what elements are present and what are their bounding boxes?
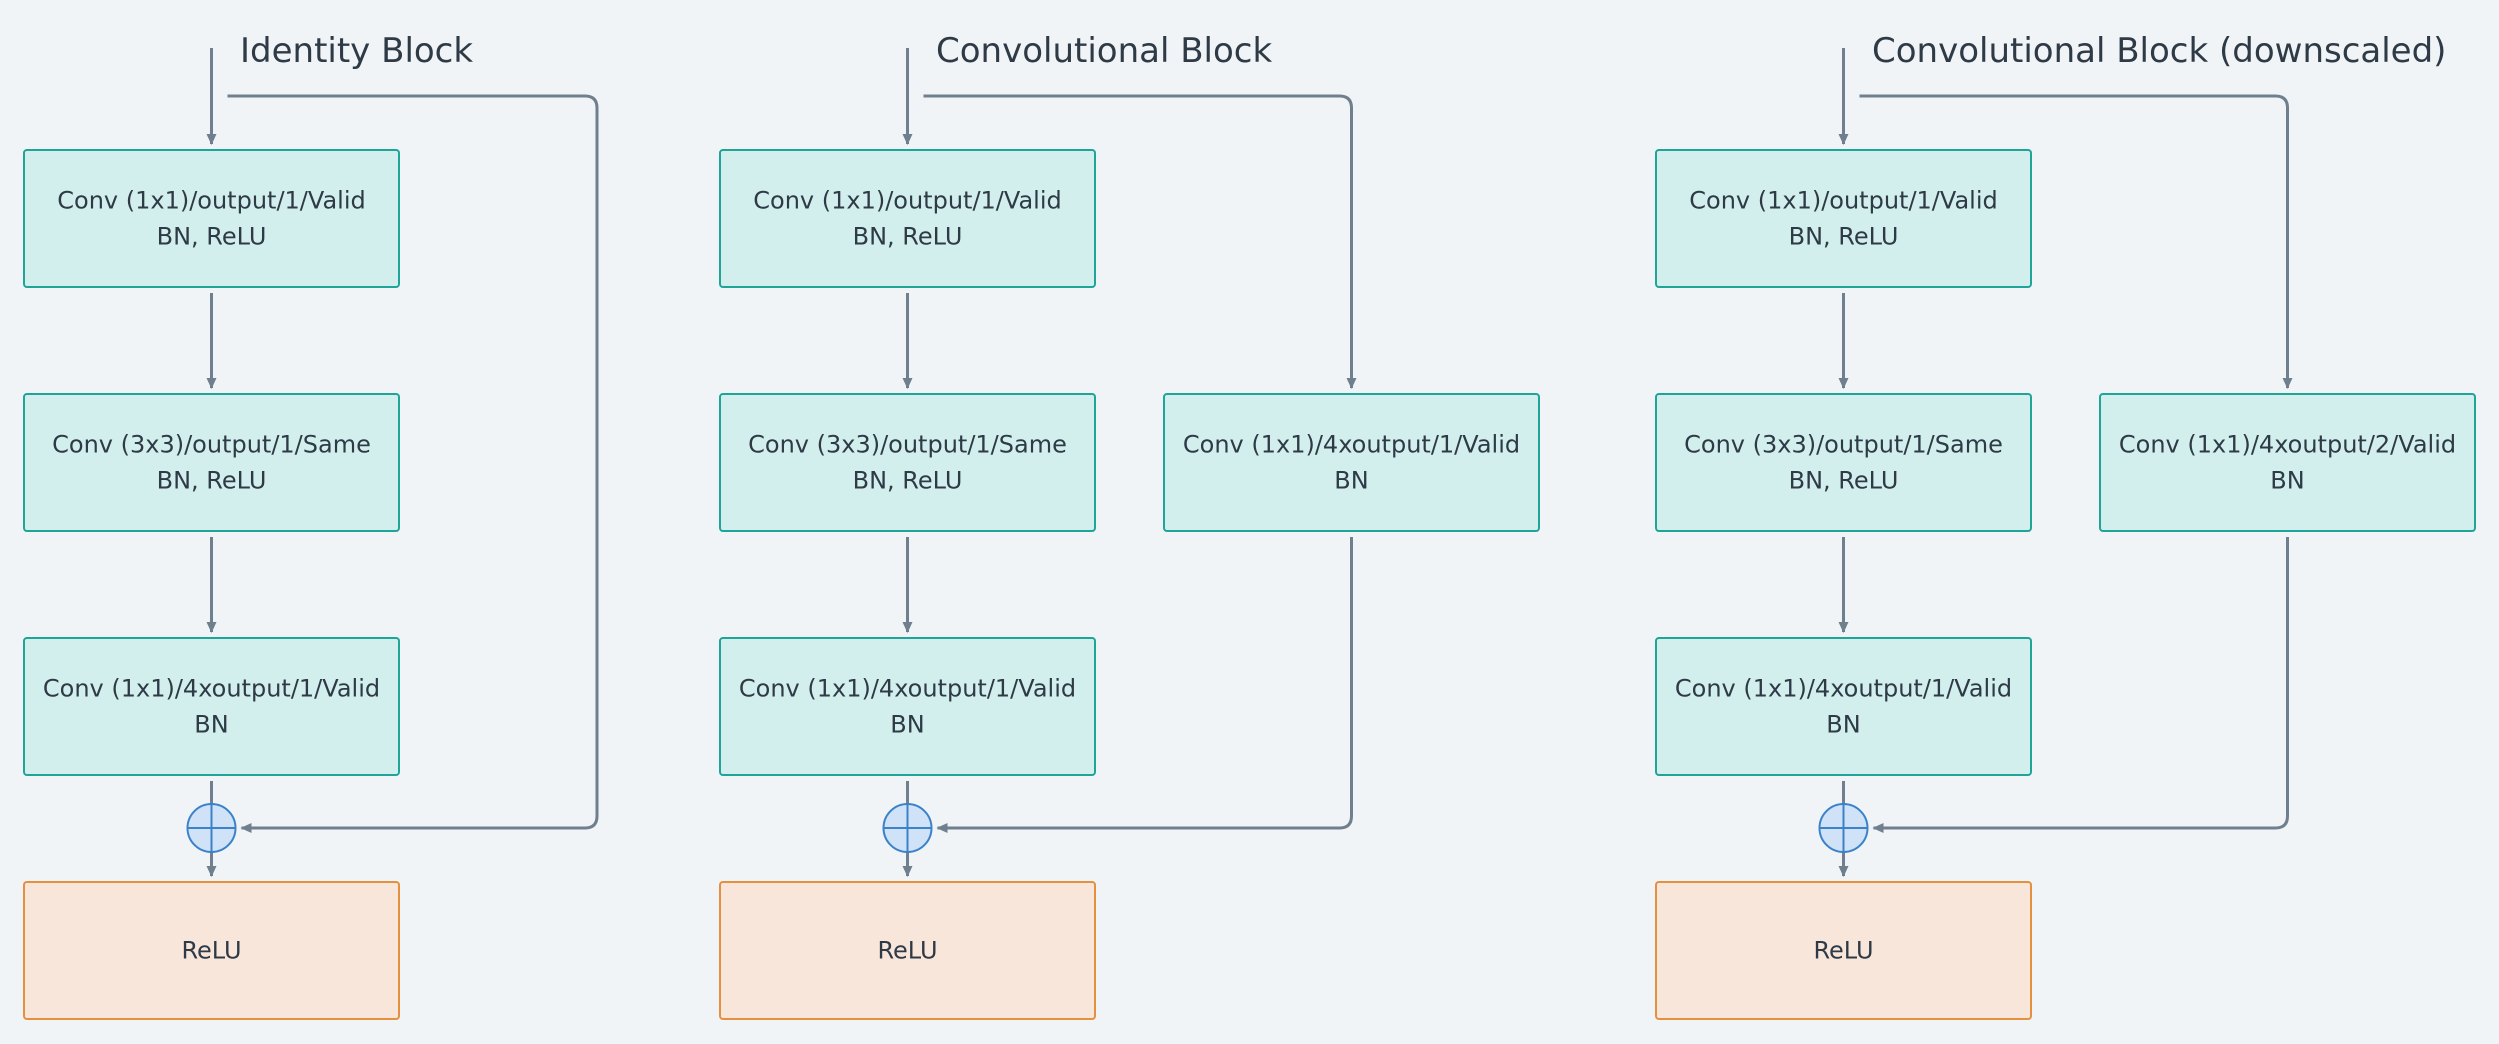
conv-block-downscaled-relu-shape [1655,881,2032,1020]
identity-block-identity-shortcut [227,94,599,833]
identity-block-relu-shape [23,881,400,1020]
conv-block-conv-3-label-1: Conv (1x1)/4xoutput/1/Valid [739,675,1076,703]
conv-block-downscaled-shortcut-in-arrow [1859,94,2293,389]
conv-block-downscaled-conv-1-label-1: Conv (1x1)/output/1/Valid [1689,187,1997,215]
conv-block-relu-shape [719,881,1096,1020]
identity-block-conv-1-shape [23,149,400,288]
identity-block-relu-label-1: ReLU [181,937,241,965]
conv-block-shortcut-conv-label-1: Conv (1x1)/4xoutput/1/Valid [1183,431,1520,459]
conv-block-downscaled-shortcut-conv-shape [2099,393,2476,532]
conv-block-downscaled-conv-1-shape [1655,149,2032,288]
conv-block-shortcut-conv-shape [1163,393,1540,532]
identity-block-conv-2-shape [23,393,400,532]
identity-block-conv-2-label-2: BN, ReLU [157,467,267,495]
conv-block-downscaled-shortcut-conv-label-2: BN [2270,467,2304,495]
conv-block-conv-3-shape [719,637,1096,776]
identity-block-relu: ReLU [23,881,400,1020]
identity-block-conv-2-label-1: Conv (3x3)/output/1/Same [52,431,371,459]
conv-block-conv-2-label-1: Conv (3x3)/output/1/Same [748,431,1067,459]
conv-block-downscaled-relu: ReLU [1655,881,2032,1020]
conv-block-conv-1-label-2: BN, ReLU [853,223,963,251]
conv-block-conv-1-label-1: Conv (1x1)/output/1/Valid [753,187,1061,215]
conv-block-relu: ReLU [719,881,1096,1020]
conv-block-conv-1-shape [719,149,1096,288]
identity-block-conv-1-label-2: BN, ReLU [157,223,267,251]
conv-block-downscaled-conv-2-label-1: Conv (3x3)/output/1/Same [1684,431,2003,459]
conv-block-conv-2-label-2: BN, ReLU [853,467,963,495]
conv-block-downscaled-conv-2-label-2: BN, ReLU [1789,467,1899,495]
conv-block-downscaled-conv-3-label-1: Conv (1x1)/4xoutput/1/Valid [1675,675,2012,703]
identity-block-conv-3-label-1: Conv (1x1)/4xoutput/1/Valid [43,675,380,703]
add-icon [1818,803,1869,853]
identity-block-conv-3-label-2: BN [194,711,228,739]
conv-block-downscaled-conv-2-shape [1655,393,2032,532]
conv-block-downscaled-shortcut-conv-label-1: Conv (1x1)/4xoutput/2/Valid [2119,431,2456,459]
conv-block-downscaled-shortcut-out-arrow [1872,537,2289,833]
identity-block-title: Identity Block [240,31,473,71]
conv-block-conv-2-shape [719,393,1096,532]
conv-block-conv-3-label-2: BN [890,711,924,739]
conv-block-title: Convolutional Block [936,31,1272,71]
conv-block-downscaled-title: Convolutional Block (downscaled) [1872,31,2446,71]
conv-block-downscaled-relu-label-1: ReLU [1813,937,1873,965]
identity-block-conv-1-label-1: Conv (1x1)/output/1/Valid [57,187,365,215]
conv-block-downscaled-conv-3-shape [1655,637,2032,776]
connectors [206,48,2293,877]
conv-block-relu-label-1: ReLU [877,937,937,965]
conv-block-shortcut-in-arrow [923,94,1357,389]
conv-block-downscaled-conv-1-label-2: BN, ReLU [1789,223,1899,251]
conv-block-shortcut-out-arrow [936,537,1353,833]
add-icon [186,803,237,853]
add-icon [882,803,933,853]
identity-block-conv-3-shape [23,637,400,776]
conv-block-downscaled-conv-3-label-2: BN [1826,711,1860,739]
conv-block-shortcut-conv-label-2: BN [1334,467,1368,495]
